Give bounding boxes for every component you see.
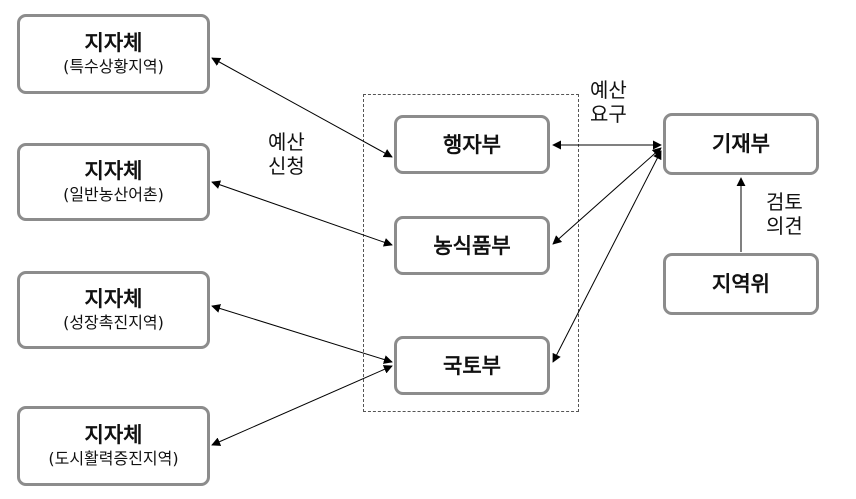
budget-demand-label: 예산 요구 (590, 78, 627, 126)
arrow-kukto-gijae (552, 150, 662, 363)
arrow-local2-nongsik (211, 180, 393, 247)
ministry-title: 국토부 (443, 353, 501, 378)
local-gov-subtitle: (성장촉진지역) (63, 313, 164, 332)
budget-request-line2: 신청 (268, 154, 305, 178)
ministry-box-nongsik: 농식품부 (394, 216, 550, 275)
ministry-title: 행자부 (443, 132, 501, 157)
gijae-box: 기재부 (663, 113, 819, 175)
jiyeokwi-title: 지역위 (712, 272, 770, 296)
ministry-title: 농식품부 (433, 233, 511, 258)
gijae-title: 기재부 (712, 132, 770, 156)
local-gov-subtitle: (도시활력증진지역) (48, 449, 179, 468)
local-gov-box-rural: 지자체 (일반농산어촌) (17, 143, 210, 221)
local-gov-title: 지자체 (84, 31, 143, 55)
local-gov-title: 지자체 (84, 287, 143, 311)
ministry-box-haengja: 행자부 (394, 115, 550, 174)
ministry-box-kukto: 국토부 (394, 336, 550, 395)
local-gov-box-special: 지자체 (특수상황지역) (17, 14, 210, 94)
review-opinion-line2: 의견 (766, 214, 803, 238)
local-gov-box-urban: 지자체 (도시활력증진지역) (17, 406, 210, 486)
arrow-local3-kukto (211, 304, 393, 364)
review-opinion-label: 검토 의견 (766, 190, 803, 238)
local-gov-title: 지자체 (84, 423, 143, 447)
review-opinion-line1: 검토 (766, 190, 803, 214)
local-gov-title: 지자체 (84, 159, 143, 183)
budget-demand-line2: 요구 (590, 102, 627, 126)
local-gov-subtitle: (일반농산어촌) (63, 185, 164, 204)
local-gov-box-growth: 지자체 (성장촉진지역) (17, 271, 210, 349)
arrow-local4-kukto (211, 365, 393, 446)
local-gov-subtitle: (특수상황지역) (63, 57, 164, 76)
budget-demand-line1: 예산 (590, 78, 627, 102)
arrow-local1-haengja (211, 57, 393, 158)
arrow-nongsik-gijae (552, 147, 662, 245)
jiyeokwi-box: 지역위 (663, 253, 819, 315)
